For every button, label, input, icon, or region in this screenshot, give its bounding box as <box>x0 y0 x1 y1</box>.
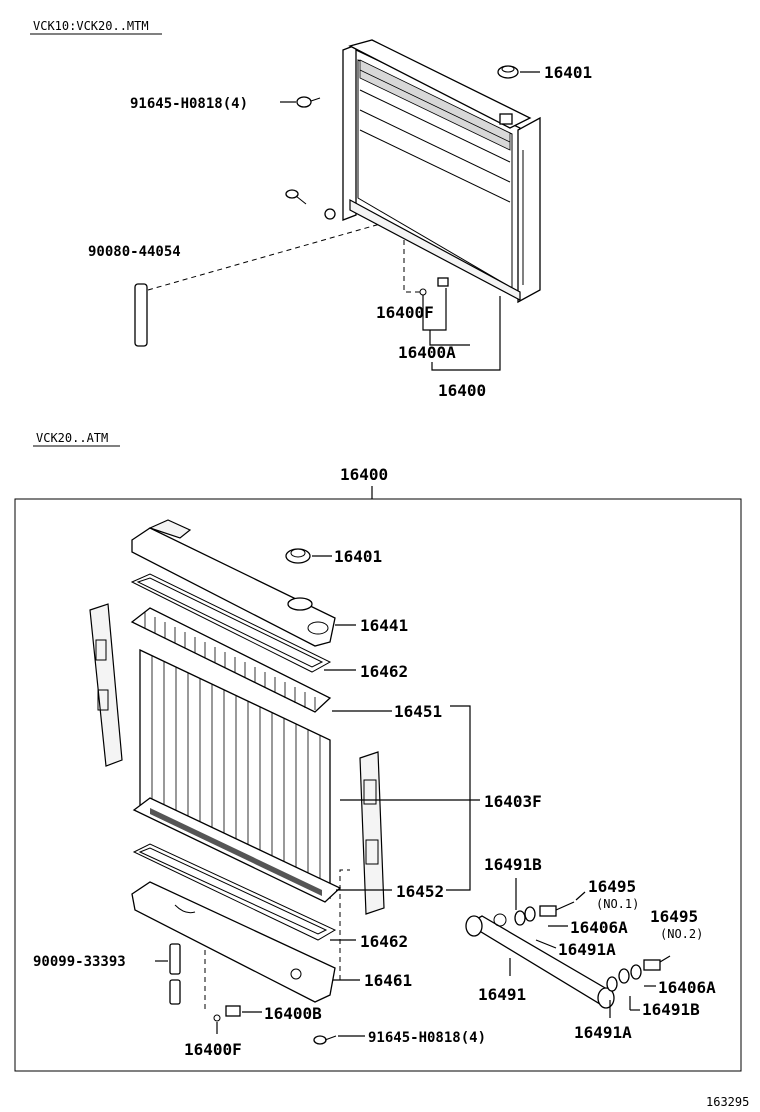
callout-16451: 16451 <box>394 702 442 721</box>
bracket-16400-top <box>431 296 501 371</box>
callout-16400A-top: 16400A <box>398 343 456 362</box>
callout-16406A-upper: 16406A <box>570 918 628 937</box>
fitting-set-no2 <box>606 955 671 992</box>
callout-16401-bottom: 16401 <box>334 547 382 566</box>
gasket-16462-lower <box>132 843 337 941</box>
radiator-core-16403F <box>139 648 331 900</box>
drain-cock-bottom <box>213 1005 241 1022</box>
callout-16452: 16452 <box>396 882 444 901</box>
callout-90099: 90099-33393 <box>33 954 126 970</box>
callout-91645-top: 91645-H0818(4) <box>130 96 248 112</box>
radiator-cap-bottom <box>285 548 311 564</box>
callout-16401-top: 16401 <box>544 63 592 82</box>
callout-16495-no1: 16495 <box>588 877 636 896</box>
callout-16400-top: 16400 <box>438 381 486 400</box>
lower-tank-16461 <box>131 881 336 1003</box>
header-plate-16451 <box>130 607 332 713</box>
bracket-16400F-top <box>422 288 447 331</box>
callout-16400F-bottom: 16400F <box>184 1040 242 1059</box>
figure-number: 163295 <box>706 1095 749 1109</box>
right-side-plate <box>359 751 385 915</box>
callout-16491: 16491 <box>478 985 526 1004</box>
callout-16491B-upper: 16491B <box>484 855 542 874</box>
callout-16491A-lower: 16491A <box>574 1023 632 1042</box>
fitting-set-no1 <box>514 901 575 926</box>
hose-90099 <box>169 943 181 1005</box>
callout-90080: 90080-44054 <box>88 244 181 260</box>
radiator-assembly-top <box>342 39 541 304</box>
callout-16462-lower: 16462 <box>360 932 408 951</box>
callout-91645-bottom: 91645-H0818(4) <box>368 1030 486 1046</box>
note-no1: (NO.1) <box>596 897 639 911</box>
gasket-16462-upper <box>130 573 332 673</box>
top-section: VCK10:VCK20..MTM 1640 <box>30 19 592 400</box>
callout-16495-no2: 16495 <box>650 907 698 926</box>
bolt-91645-top <box>296 96 321 108</box>
callout-16406A-lower: 16406A <box>658 978 716 997</box>
callout-16491A-upper: 16491A <box>558 940 616 959</box>
bracket-16451-16452 <box>446 705 471 891</box>
section-label-atm: VCK20..ATM <box>36 431 108 445</box>
note-no2: (NO.2) <box>660 927 703 941</box>
callout-16441: 16441 <box>360 616 408 635</box>
assembly-frame <box>14 498 742 1072</box>
section-label-mtm: VCK10:VCK20..MTM <box>33 19 149 33</box>
upper-tank-16441 <box>131 519 336 647</box>
callout-16400B: 16400B <box>264 1004 322 1023</box>
callout-16400-assembly: 16400 <box>340 465 388 484</box>
callout-16491B-lower: 16491B <box>642 1000 700 1019</box>
callout-16400F-top: 16400F <box>376 303 434 322</box>
hose-90080 <box>134 283 148 347</box>
callout-16461: 16461 <box>364 971 412 990</box>
bolt-91645-bottom <box>313 1035 337 1045</box>
callout-16403F: 16403F <box>484 792 542 811</box>
left-side-plate <box>89 603 123 767</box>
callout-16462-upper: 16462 <box>360 662 408 681</box>
radiator-cap-top <box>497 65 519 79</box>
mount-bolts <box>285 189 336 220</box>
drain-cock-top <box>419 277 449 296</box>
bottom-section: VCK20..ATM 16400 16441 16401 16462 <box>14 431 742 1072</box>
